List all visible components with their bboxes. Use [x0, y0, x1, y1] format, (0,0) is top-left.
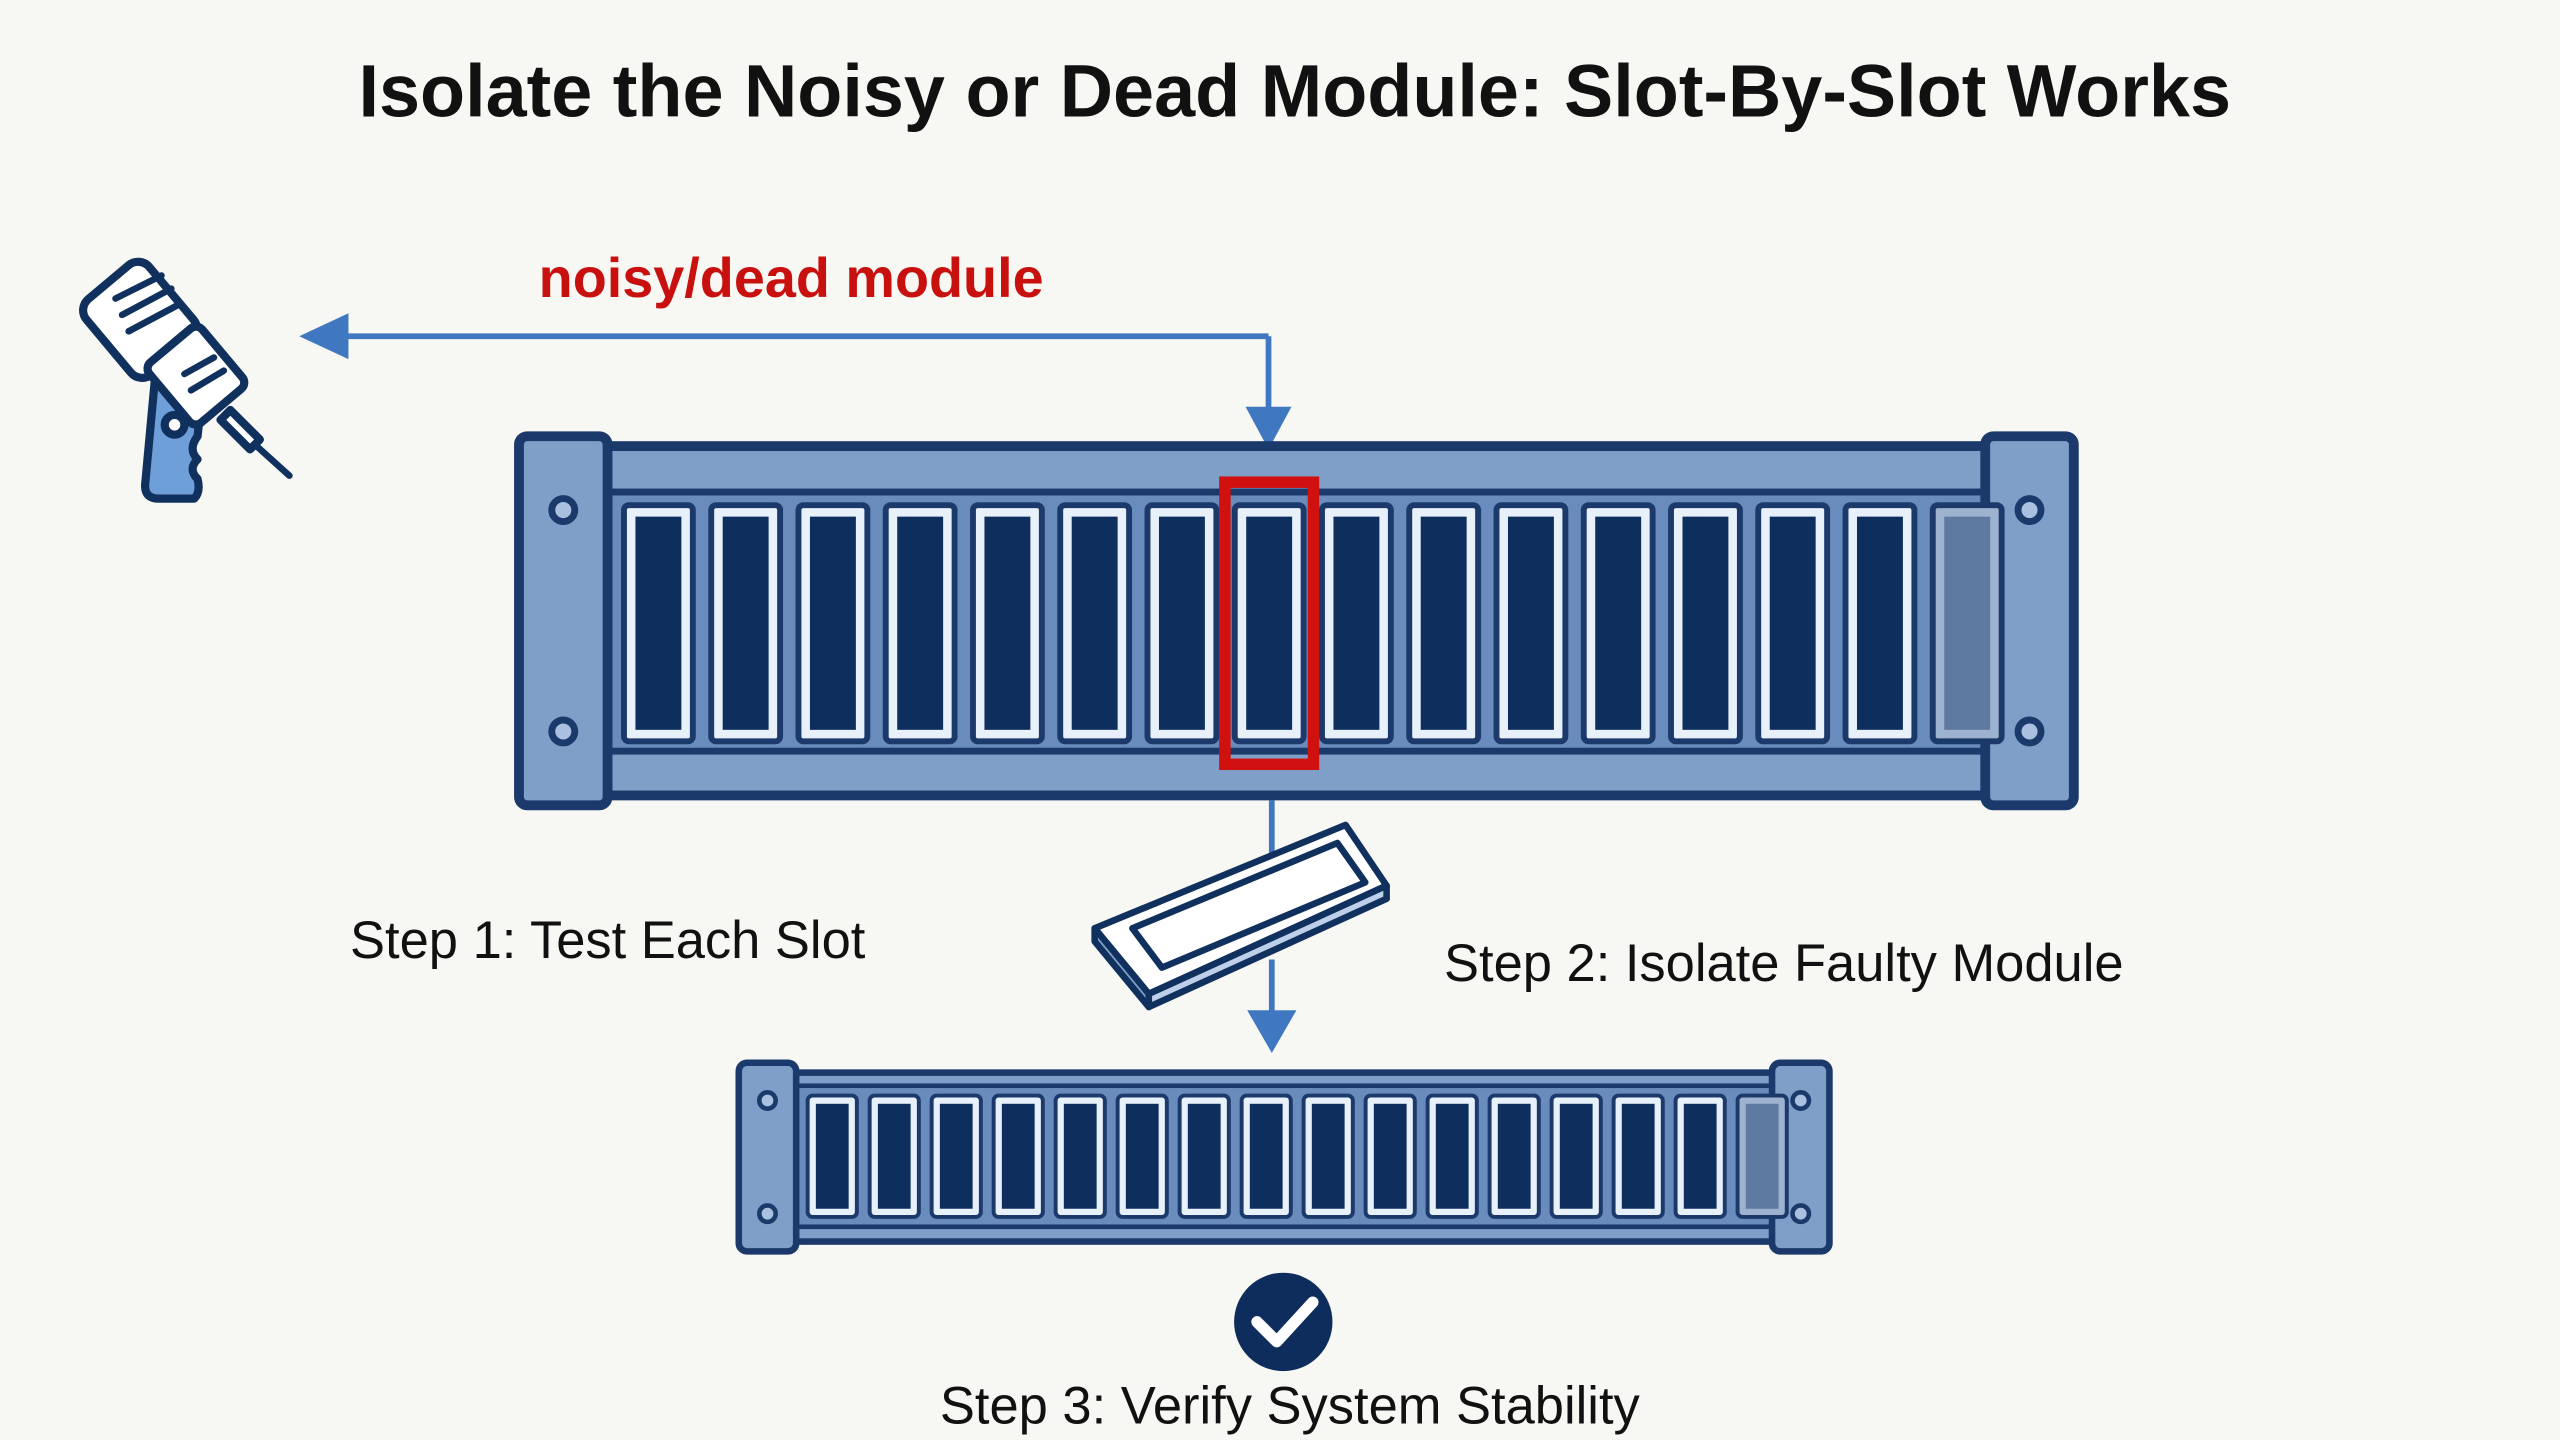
memory-module	[1621, 1103, 1655, 1209]
memory-module	[897, 516, 944, 730]
step-2-label: Step 2: Isolate Faulty Module	[1444, 934, 2124, 993]
callout-arrow	[299, 313, 1292, 450]
memory-module	[1187, 1103, 1221, 1209]
memory-module	[1420, 516, 1467, 730]
memory-module	[635, 516, 682, 730]
flow-arrow	[1247, 800, 1297, 1053]
memory-module	[1333, 516, 1380, 730]
memory-module	[1249, 1103, 1283, 1209]
memory-module-icon	[1091, 821, 1390, 1011]
memory-module	[1001, 1103, 1035, 1209]
screw-hole	[1790, 1203, 1812, 1225]
checkmark-circle-icon	[1234, 1272, 1333, 1372]
memory-module	[1373, 1103, 1407, 1209]
mounting-ear-left	[735, 1059, 800, 1255]
screw-hole	[756, 1090, 778, 1111]
step-1-label: Step 1: Test Each Slot	[350, 911, 866, 970]
memory-module	[1246, 516, 1293, 730]
screw-hole	[548, 716, 579, 747]
memory-module	[1944, 516, 1991, 730]
memory-module	[1063, 1103, 1097, 1209]
memory-module	[1071, 516, 1118, 730]
screw-hole	[2014, 495, 2045, 525]
memory-module	[1559, 1103, 1593, 1209]
memory-chassis-full	[514, 431, 2079, 811]
mounting-ear-left	[514, 431, 613, 811]
memory-module	[1683, 1103, 1717, 1209]
memory-module	[1745, 1103, 1779, 1209]
screw-hole	[756, 1203, 778, 1225]
step-3-label: Step 3: Verify System Stability	[940, 1377, 1641, 1436]
memory-module	[939, 1103, 973, 1209]
memory-module	[984, 516, 1031, 730]
screw-hole	[2014, 716, 2045, 747]
memory-module	[809, 516, 856, 730]
memory-module	[815, 1103, 849, 1209]
memory-module	[1595, 516, 1642, 730]
memory-module	[877, 1103, 911, 1209]
memory-chassis-verified	[735, 1059, 1833, 1255]
faulty-module-callout: noisy/dead module	[539, 247, 1044, 309]
screw-hole	[1790, 1090, 1812, 1111]
multimeter-probe-icon	[79, 257, 293, 503]
faulty-slot-highlight	[1219, 476, 1320, 771]
memory-module	[1125, 1103, 1159, 1209]
memory-module	[1856, 516, 1903, 730]
memory-module	[1682, 516, 1729, 730]
memory-module	[1497, 1103, 1531, 1209]
memory-module	[722, 516, 769, 730]
screw-hole	[548, 495, 579, 525]
memory-module	[1507, 516, 1554, 730]
memory-module	[1158, 516, 1205, 730]
diagram-title: Isolate the Noisy or Dead Module: Slot-B…	[359, 49, 2232, 132]
memory-module	[1435, 1103, 1469, 1209]
memory-module	[1769, 516, 1816, 730]
memory-module	[1311, 1103, 1345, 1209]
